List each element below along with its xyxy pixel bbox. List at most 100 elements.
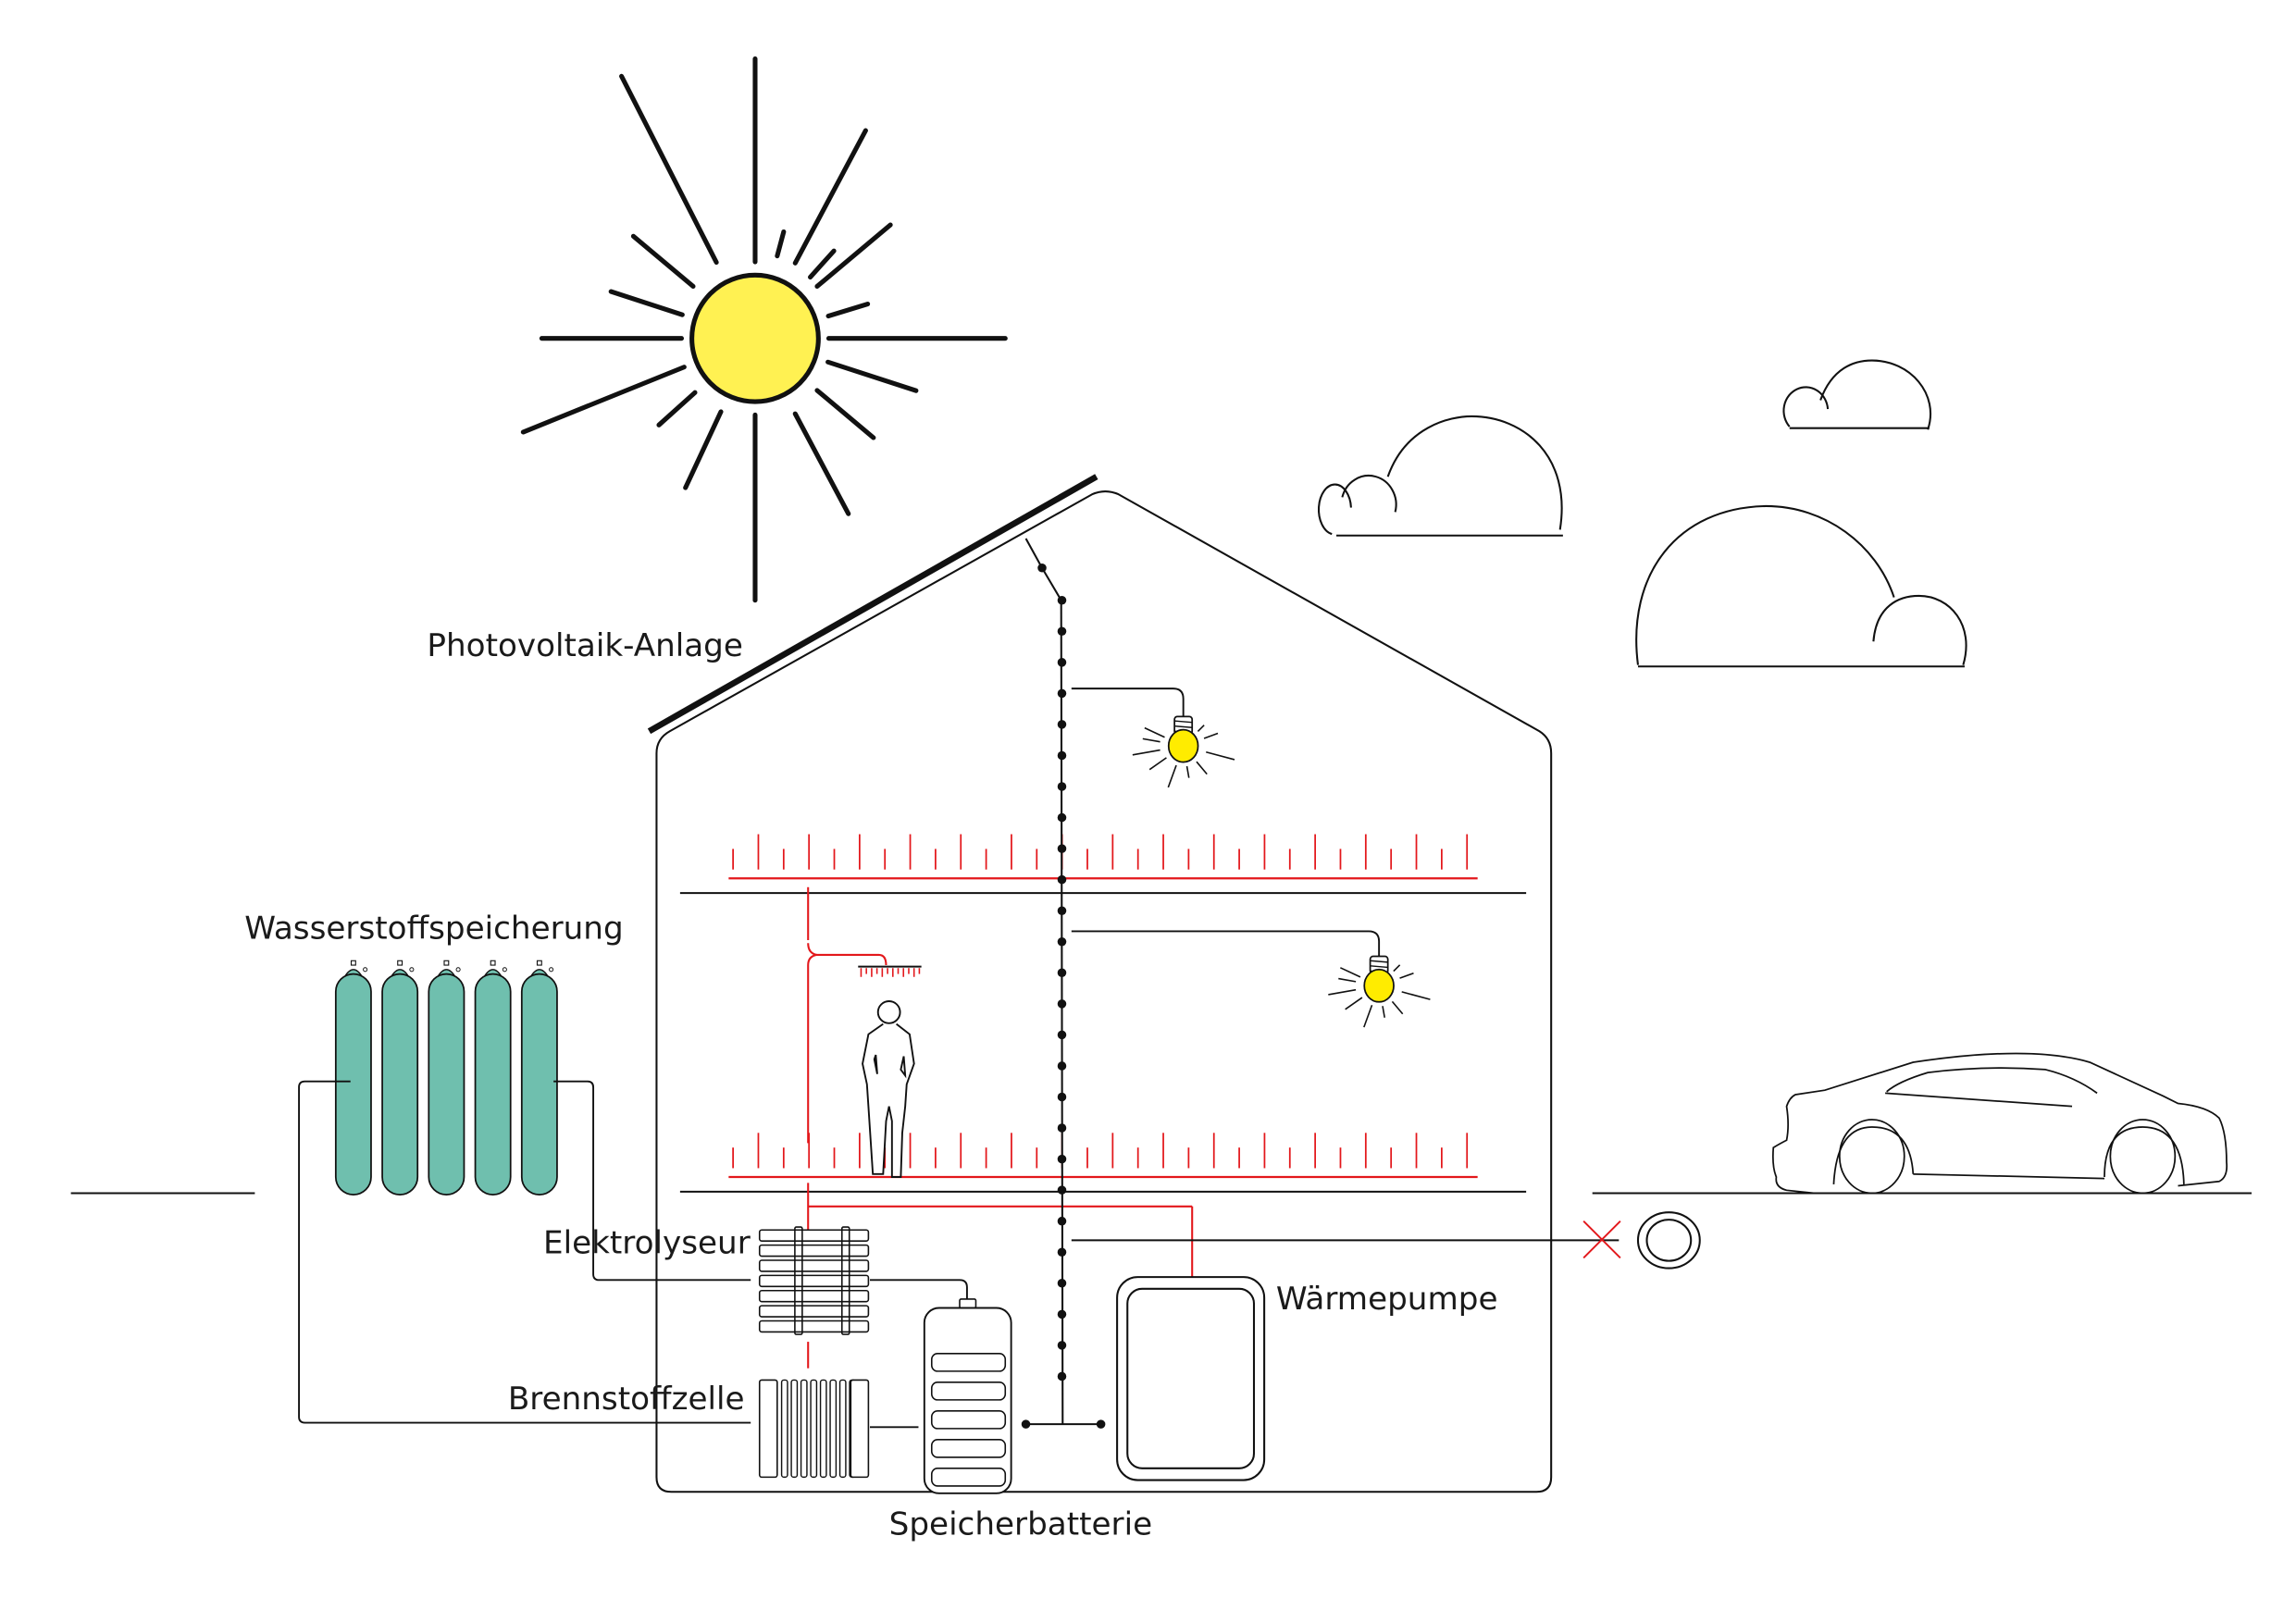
tank-gauge <box>502 967 507 973</box>
bus-node <box>1057 968 1067 978</box>
sun-ray <box>656 390 698 427</box>
bus-node <box>1057 1061 1067 1071</box>
hydrogen-tanks <box>334 960 558 1196</box>
sun-ray <box>608 289 685 317</box>
cloud-icon <box>1317 415 1563 537</box>
sun-disc <box>689 272 821 404</box>
bus-node <box>1057 720 1067 729</box>
fuel-cell-plate <box>819 1379 827 1479</box>
fuel-cell-plate <box>838 1379 847 1479</box>
underfloor-heating-ground <box>728 1133 1478 1179</box>
tank-gauge <box>409 967 415 973</box>
bulb-thread <box>1370 965 1388 969</box>
cloud-icon <box>1782 359 1932 430</box>
bus-node <box>1057 999 1067 1009</box>
bulb-ray <box>1340 967 1361 978</box>
bus-node <box>1057 626 1067 637</box>
bus-node <box>1057 1247 1067 1258</box>
bus-node <box>1057 782 1067 791</box>
bulb-ray <box>1382 1006 1385 1018</box>
h2-pipe-loop <box>298 1080 751 1424</box>
bulb-glass <box>1363 968 1395 1003</box>
electrolyzer-rod <box>794 1226 803 1335</box>
tank-cap <box>350 960 356 966</box>
sun-ray <box>814 388 876 440</box>
cloud-icon <box>1635 504 1967 668</box>
grid-connection-icon <box>1636 1211 1701 1270</box>
sun-ray <box>808 248 837 280</box>
label-h2-storage: Wasserstoffspeicherung <box>244 910 623 947</box>
electrolyzer-plate <box>758 1305 870 1318</box>
underfloor-heating-upper <box>728 834 1478 880</box>
hydrogen-tank <box>520 960 558 1196</box>
sun-ray <box>792 128 868 266</box>
bus-node <box>1057 812 1067 823</box>
tank-cap <box>536 960 542 966</box>
electrolyzer-battery-wire <box>869 1279 968 1299</box>
heat-pump-icon <box>1116 1276 1266 1481</box>
disconnect-cross-icon <box>1582 1220 1621 1259</box>
bulb-ray <box>1197 725 1205 732</box>
bus-node <box>1057 844 1067 853</box>
electrolyzer-plate <box>758 1289 870 1303</box>
electrical-bus <box>1021 538 1106 1429</box>
tank-cap <box>443 960 450 966</box>
lamp-wire-upper <box>1071 688 1185 717</box>
lamp-wire-lower <box>1071 930 1381 957</box>
sun-ray <box>520 365 687 435</box>
battery-terminal <box>959 1298 977 1309</box>
bulb-ray <box>1399 972 1414 979</box>
tank-gauge <box>363 967 368 973</box>
sun-ray <box>825 359 919 393</box>
bulb-thread <box>1370 960 1388 963</box>
bus-node <box>1057 688 1067 699</box>
fuel-cell-icon <box>758 1379 870 1479</box>
fuel-cell-plate <box>800 1379 808 1479</box>
hydrogen-tank <box>381 960 419 1196</box>
bulb-ray <box>1328 988 1357 996</box>
bulb-ray <box>1167 764 1177 788</box>
light-bulb-icon <box>1132 715 1235 788</box>
bulb-ray <box>1144 726 1165 738</box>
bulb-ray <box>1185 765 1190 778</box>
battery-cell <box>930 1410 1007 1430</box>
fuel-cell-plate <box>829 1379 838 1479</box>
heating-pipes <box>807 886 1194 1369</box>
bus-node <box>1057 658 1067 667</box>
bus-node <box>1057 1341 1067 1350</box>
bulb-ray <box>1142 737 1160 743</box>
sun-ray <box>630 233 696 290</box>
bus-node <box>1057 906 1067 915</box>
sun-icon <box>520 56 1008 603</box>
bus-node <box>1057 1092 1067 1102</box>
bulb-ray <box>1203 732 1219 739</box>
electric-car-icon <box>1771 1052 2228 1195</box>
battery-cell <box>930 1468 1007 1487</box>
bus-node <box>1057 1309 1067 1319</box>
sun-ray <box>825 301 871 319</box>
fuel-cell-end <box>850 1379 870 1479</box>
sun-ray <box>683 409 724 490</box>
bus-node <box>1057 1123 1067 1133</box>
tank-body <box>474 973 512 1196</box>
fuel-cell-plate <box>790 1379 799 1479</box>
label-electrolyzer: Elektrolyseur <box>543 1225 751 1262</box>
sun-ray <box>792 411 851 516</box>
bulb-thread <box>1174 725 1193 728</box>
bulb-ray <box>1338 977 1357 983</box>
bus-node <box>1057 936 1067 947</box>
fuel-cell-plate <box>810 1379 818 1479</box>
bus-node <box>1057 874 1067 885</box>
bus-node <box>1057 750 1067 761</box>
bulb-ray <box>1132 749 1160 756</box>
sun-ray <box>775 229 787 259</box>
bulb-ray <box>1363 1004 1373 1028</box>
sun-ray <box>814 222 893 290</box>
bus-node <box>1037 563 1047 573</box>
bus-node <box>1057 1371 1067 1381</box>
electrolyzer-plate <box>758 1274 870 1288</box>
electrolyzer-plate <box>758 1319 870 1333</box>
electrolyzer-plate <box>758 1229 870 1242</box>
